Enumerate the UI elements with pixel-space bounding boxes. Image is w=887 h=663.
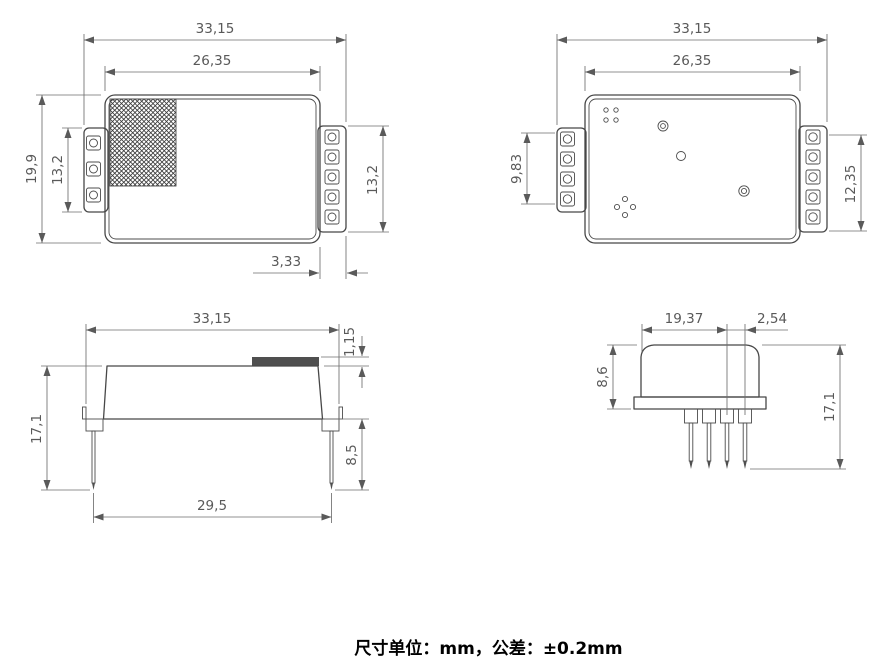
- dim-label: 26,35: [673, 53, 712, 69]
- dim-label: 33,15: [193, 311, 232, 327]
- dim-bottom-right-connector-height: 12,35: [829, 134, 867, 232]
- dim-front-overall-height: 17,1: [29, 365, 102, 491]
- dim-label: 17,1: [29, 414, 45, 444]
- dim-bottom-left-connector-height: 9,83: [509, 132, 555, 205]
- dim-end-overall-height: 17,1: [750, 344, 846, 470]
- sensor-window-strip: [252, 357, 319, 366]
- body-outline-outer: [104, 94, 321, 244]
- dim-label: 2,54: [757, 311, 787, 327]
- front-view: 33,15 1,15 8,5 17,1 29,5: [29, 311, 369, 523]
- dim-end-top-width: 19,37: [641, 311, 746, 415]
- dim-end-body-height: 8,6: [595, 344, 637, 410]
- pins: [688, 422, 748, 469]
- sensor-hatched-area: [109, 98, 177, 187]
- dim-top-overall-width: 33,15: [83, 21, 347, 125]
- left-connector: [556, 127, 587, 213]
- right-clip: [338, 406, 343, 420]
- right-tab: [317, 125, 347, 233]
- bottom-view: 33,15 26,35 9,83 12,35: [509, 21, 867, 244]
- left-tab: [83, 127, 109, 213]
- vent-holes-bottom-left: [613, 195, 637, 219]
- module-body-front: [82, 357, 343, 490]
- top-view: 33,15 26,35 19,9 13,2 13,2: [24, 21, 389, 279]
- body-outline-inner: [108, 98, 317, 240]
- dim-front-lid-step: 1,15: [321, 327, 369, 388]
- dim-front-overall-width: 33,15: [85, 311, 340, 404]
- body-outline: [640, 344, 760, 398]
- left-clip: [82, 406, 87, 420]
- dim-label: 12,35: [843, 165, 859, 204]
- dim-label: 26,35: [193, 53, 232, 69]
- right-pin-pads: [805, 129, 821, 225]
- dim-label: 19,9: [24, 154, 40, 184]
- right-foot: [321, 418, 340, 432]
- dim-label: 13,2: [50, 155, 66, 185]
- right-tab: [798, 125, 828, 233]
- pin-headers: [684, 408, 752, 424]
- dim-label: 33,15: [196, 21, 235, 37]
- module-body-top: [83, 94, 347, 244]
- dim-top-right-tab-height: 13,2: [348, 125, 389, 233]
- end-view: 19,37 2,54 8,6 17,1: [595, 311, 846, 470]
- mounting-hole-b: [676, 151, 686, 161]
- left-connector-pads: [560, 131, 575, 207]
- module-body-end: [633, 344, 767, 469]
- mounting-hole-a: [657, 120, 669, 132]
- right-pin: [329, 430, 334, 490]
- dim-label: 19,37: [665, 311, 704, 327]
- dim-top-left-tab-height: 13,2: [50, 127, 82, 213]
- left-pin: [91, 430, 96, 490]
- module-body-bottom: [556, 94, 828, 244]
- dim-label: 3,33: [271, 254, 301, 270]
- body-outline-inner: [588, 98, 797, 240]
- vent-holes-top-left: [603, 107, 619, 123]
- dim-bottom-body-width: 26,35: [584, 53, 801, 91]
- dim-label: 1,15: [342, 327, 358, 357]
- dim-label: 33,15: [673, 21, 712, 37]
- dim-label: 29,5: [197, 498, 227, 514]
- body-outline: [102, 365, 324, 420]
- dim-label: 8,6: [595, 366, 611, 387]
- left-pin-pads: [86, 135, 101, 203]
- dim-front-pin-length: 8,5: [325, 418, 369, 491]
- dim-end-pin-pitch: 2,54: [727, 311, 788, 334]
- right-pin-pads: [324, 129, 340, 225]
- left-foot: [85, 418, 104, 432]
- dim-bottom-overall-width: 33,15: [556, 21, 828, 125]
- dim-label: 8,5: [344, 444, 360, 465]
- dim-top-tab-width: 3,33: [253, 236, 368, 279]
- mounting-hole-c: [738, 185, 750, 197]
- base-flange: [633, 396, 767, 410]
- dim-top-body-width: 26,35: [104, 53, 321, 91]
- dim-label: 13,2: [365, 165, 381, 195]
- dimension-unit-note: 尺寸单位：mm，公差：±0.2mm: [354, 639, 623, 659]
- dim-front-pin-span: 29,5: [93, 493, 332, 523]
- dim-label: 17,1: [822, 392, 838, 422]
- body-outline-outer: [584, 94, 801, 244]
- dim-label: 9,83: [509, 154, 525, 184]
- dim-top-overall-depth: 19,9: [24, 94, 101, 244]
